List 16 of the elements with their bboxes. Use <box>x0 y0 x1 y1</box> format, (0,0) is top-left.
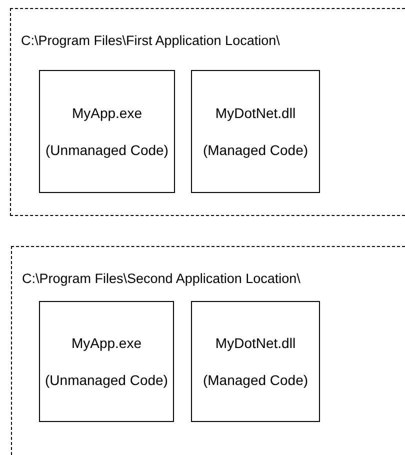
file-box <box>191 301 320 422</box>
code-type: (Unmanaged Code) <box>45 370 168 390</box>
file-box <box>191 70 320 193</box>
file-box <box>39 301 174 422</box>
file-box <box>39 70 175 193</box>
file-name: MyDotNet.dll <box>215 104 296 123</box>
folder-path: C:\Program Files\First Application Location\ <box>21 32 280 50</box>
folder-region <box>11 246 405 455</box>
code-type: (Managed Code) <box>202 370 308 390</box>
code-type: (Unmanaged Code) <box>46 140 168 160</box>
file-name: MyDotNet.dll <box>215 334 296 353</box>
file-name: MyApp.exe <box>72 104 142 123</box>
folder-path: C:\Program Files\Second Application Location\ <box>22 270 300 288</box>
file-name: MyApp.exe <box>71 334 142 353</box>
code-type: (Managed Code) <box>202 140 308 160</box>
folder-region <box>10 8 405 216</box>
